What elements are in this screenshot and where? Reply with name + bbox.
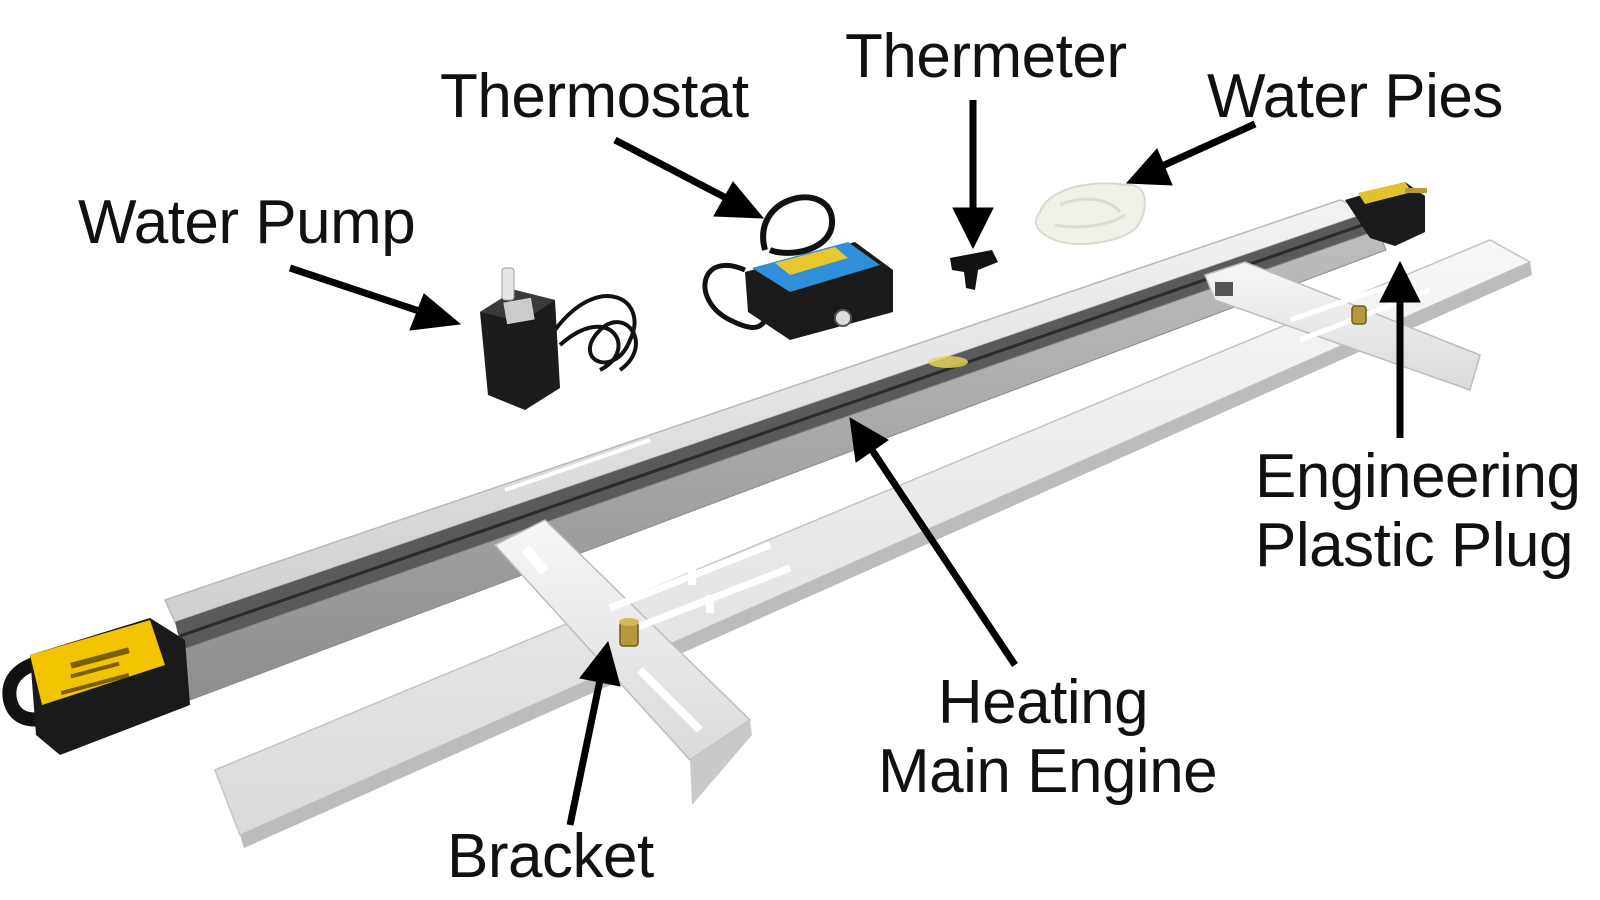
label-thermostat: Thermostat — [440, 62, 749, 131]
arrow-water-pump — [288, 264, 462, 331]
label-plug-line-1: Engineering — [1255, 442, 1581, 511]
arrow-main-engine — [849, 417, 1018, 667]
label-main-line-2: Main Engine — [878, 737, 1218, 807]
arrow-plug — [1379, 260, 1421, 438]
water-pipes-part — [1034, 182, 1146, 246]
label-engineering-plastic-plug: Engineering Plastic Plug — [1255, 442, 1581, 581]
bracket-bolt — [619, 305, 1367, 647]
thermostat-part — [702, 194, 893, 340]
heating-main-engine-body — [163, 199, 1387, 701]
label-thermometer: Thermeter — [845, 22, 1127, 91]
label-main-line-1: Heating — [937, 668, 1149, 737]
label-water-pipes: Water Pies — [1207, 62, 1503, 131]
arrow-thermometer — [952, 100, 994, 250]
label-bracket: Bracket — [447, 822, 654, 891]
water-pump-part — [480, 267, 638, 410]
arrow-bracket — [566, 640, 621, 826]
arrows — [288, 100, 1421, 826]
arrow-thermostat — [613, 136, 765, 219]
engineering-plastic-plug-part — [1345, 182, 1427, 246]
arrow-water-pipes — [1125, 120, 1257, 186]
thermometer-part — [950, 250, 998, 290]
label-water-pump: Water Pump — [78, 188, 416, 257]
label-heating-main-engine: Heating Main Engine — [878, 668, 1218, 807]
label-plug-line-2: Plastic Plug — [1255, 511, 1573, 581]
left-end-cap — [2, 618, 190, 755]
rear-long-bracket — [214, 239, 1532, 848]
